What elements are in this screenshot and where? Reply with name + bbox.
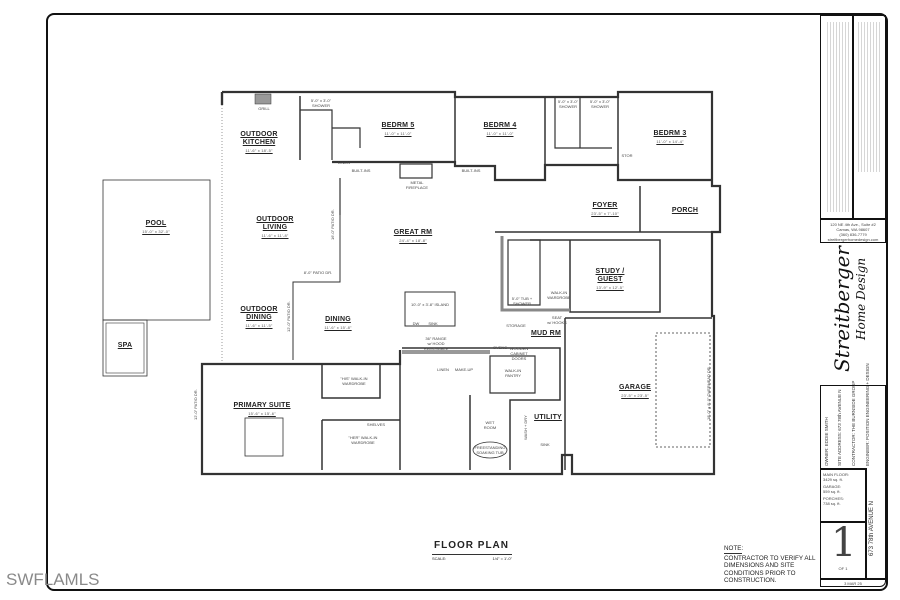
label-shelves: SHELVES	[366, 422, 386, 427]
scale-label: SCALE:	[432, 556, 447, 561]
drawing-title: FLOOR PLAN	[434, 540, 509, 551]
label-builtins-right: BUILT-INS	[461, 168, 481, 173]
label-linen-bath5: LINEN	[338, 160, 350, 165]
label-range: 36" RANGE w/ HOOD REMOVABLE	[423, 336, 449, 351]
contractor-info: CONTRACTOR: THE BURNSIDE GROUP	[851, 380, 856, 466]
note-heading: NOTE:	[724, 545, 744, 554]
firm-logo-name: Streitberger	[830, 246, 854, 372]
drawing-sheet-border	[46, 13, 888, 591]
sheet-of: OF 1	[838, 566, 848, 571]
firm-contact: 120 NE 4th Ave., Suite #2 Camas, WA 9860…	[820, 219, 886, 243]
label-overhead-door: 18'-0" x 8'-0" OVERHEAD DR.	[706, 366, 711, 420]
label-patio-door-3: 12'-0" PATIO DR.	[286, 301, 291, 332]
engineer-info: ENGINEER: POSITION ENGINEERING + DESIGN	[865, 363, 870, 466]
main-floor-area: MAIN FLOOR: 3429 sq. ft.	[823, 472, 850, 482]
label-patio-door-2: 16'-0" PATIO DR.	[330, 209, 335, 240]
room-utility: UTILITY	[534, 414, 562, 421]
firm-phone: (360) 836-7779	[839, 232, 867, 237]
porches-area: PORCHES: 738 sq. ft.	[823, 496, 844, 506]
garage-area: GARAGE: 559 sq. ft.	[823, 484, 842, 494]
room-mud-rm: MUD RM	[531, 330, 561, 337]
label-soaking-tub: FREESTANDING SOAKING TUB	[474, 445, 506, 455]
label-walk-in-wardrobe: WALK-IN WARDROBE	[547, 290, 571, 300]
label-shower-2: 5'-0" x 3'-0" SHOWER	[557, 99, 579, 109]
room-porch: PORCH	[671, 207, 699, 214]
note-text: CONTRACTOR TO VERIFY ALL DIMENSIONS AND …	[724, 554, 816, 585]
sheet-number: 1	[831, 520, 857, 566]
label-shower-3: 5'-0" x 3'-0" SHOWER	[589, 99, 611, 109]
label-her-wardrobe: "HER" WALK-IN WARDROBE	[348, 435, 378, 445]
site-address-info: SITE ADDRESS: 673 78th AVENUE N	[837, 389, 842, 466]
label-patio-door-4: 12'-0" PATIO DR.	[193, 389, 198, 420]
label-linen: LINEN	[437, 367, 449, 372]
label-tub-shower-study: 5'-0" TUB + SHOWER	[511, 296, 533, 306]
label-wooden-cabinet-doors: WOODEN CABINET DOORS	[509, 346, 529, 361]
label-wet-room: WET ROOM	[483, 420, 497, 430]
label-stor: STOR	[621, 153, 633, 158]
label-his-wardrobe: "HIS" WALK-IN WARDROBE	[340, 376, 368, 386]
label-dw: DW	[412, 321, 420, 326]
label-shower-1: 5'-0" x 3'-0" SHOWER	[310, 98, 332, 108]
owner-info: OWNER: EDDIE SMITH	[824, 417, 829, 466]
label-ovens: OVENS	[492, 345, 507, 350]
label-wash-dry: WASH + DRY	[523, 415, 528, 440]
firm-address: 120 NE 4th Ave., Suite #2 Camas, WA 9860…	[830, 222, 876, 232]
label-sink: SINK	[428, 321, 438, 326]
label-seat-hooks: SEAT w/ HOOKS	[547, 315, 567, 325]
label-walk-in-pantry: WALK-IN PANTRY	[504, 368, 522, 378]
scale-value: 1/4" = 1'-0"	[492, 556, 512, 561]
title-block-project: OWNER: EDDIE SMITH SITE ADDRESS: 673 78t…	[820, 363, 886, 587]
label-patio-door-1: 8'-0" PATIO DR.	[303, 270, 333, 275]
drawing-scale: SCALE: 1/4" = 1'-0"	[432, 554, 512, 561]
contractor-note: NOTE: CONTRACTOR TO VERIFY ALL DIMENSION…	[724, 545, 816, 585]
title-block-notes	[820, 15, 886, 219]
drawing-date: 3 MAR 25	[844, 581, 862, 586]
label-builtins-left: BUILT-INS	[351, 168, 371, 173]
mls-watermark: SWFLAMLS	[6, 570, 100, 589]
room-spa: SPA	[117, 342, 133, 349]
label-make-up: MAKE-UP	[454, 367, 474, 372]
label-grill: GRILL	[258, 106, 270, 111]
project-name: 673 78th AVENUE N	[869, 501, 875, 556]
firm-web: streitbergerhomedesign.com	[827, 237, 879, 242]
label-sink-utility: SINK	[540, 442, 550, 447]
label-metal-fireplace: METAL FIREPLACE	[405, 180, 429, 190]
label-island: 10'-0" x 3'-8" ISLAND	[411, 302, 449, 307]
firm-logo-tagline: Home Design	[854, 257, 868, 340]
label-storage: STORAGE	[506, 323, 526, 328]
